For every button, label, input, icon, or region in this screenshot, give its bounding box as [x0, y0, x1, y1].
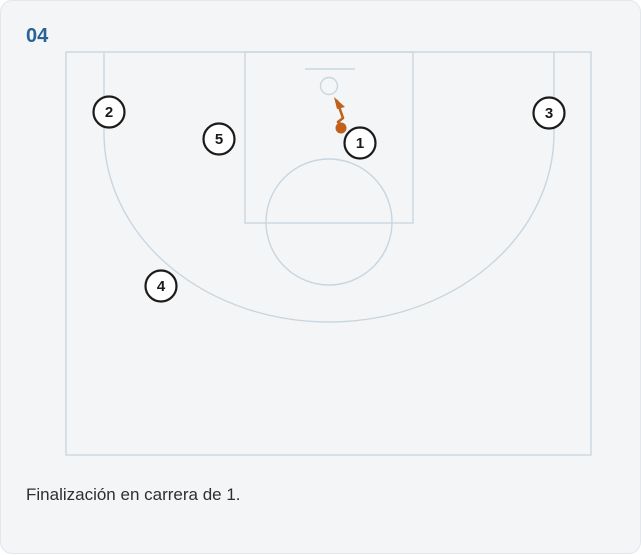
step-number: 04 [26, 25, 49, 47]
paint-lane [244, 51, 414, 224]
ball-icon [335, 122, 347, 134]
layup-arrowhead [334, 97, 345, 109]
player-4[interactable]: 4 [144, 269, 178, 303]
player-marker [343, 126, 377, 160]
player-marker [144, 269, 178, 303]
player-label: 4 [157, 278, 166, 295]
caption: Finalización en carrera de 1. [26, 485, 241, 504]
player-5[interactable]: 5 [202, 122, 236, 156]
court-lines [65, 51, 592, 456]
player-3[interactable]: 3 [532, 96, 566, 130]
player-marker [532, 96, 566, 130]
player-label: 2 [105, 104, 113, 121]
three-point-arc [103, 52, 555, 323]
player-label: 1 [356, 135, 364, 152]
layup-action [334, 97, 347, 134]
player-2[interactable]: 2 [92, 95, 126, 129]
basket-rim [319, 76, 339, 96]
court-boundary [65, 51, 592, 456]
free-throw-circle [265, 158, 393, 286]
player-1[interactable]: 1 [343, 126, 377, 160]
player-marker [92, 95, 126, 129]
player-marker [202, 122, 236, 156]
player-label: 5 [215, 131, 223, 148]
player-label: 3 [545, 105, 553, 122]
